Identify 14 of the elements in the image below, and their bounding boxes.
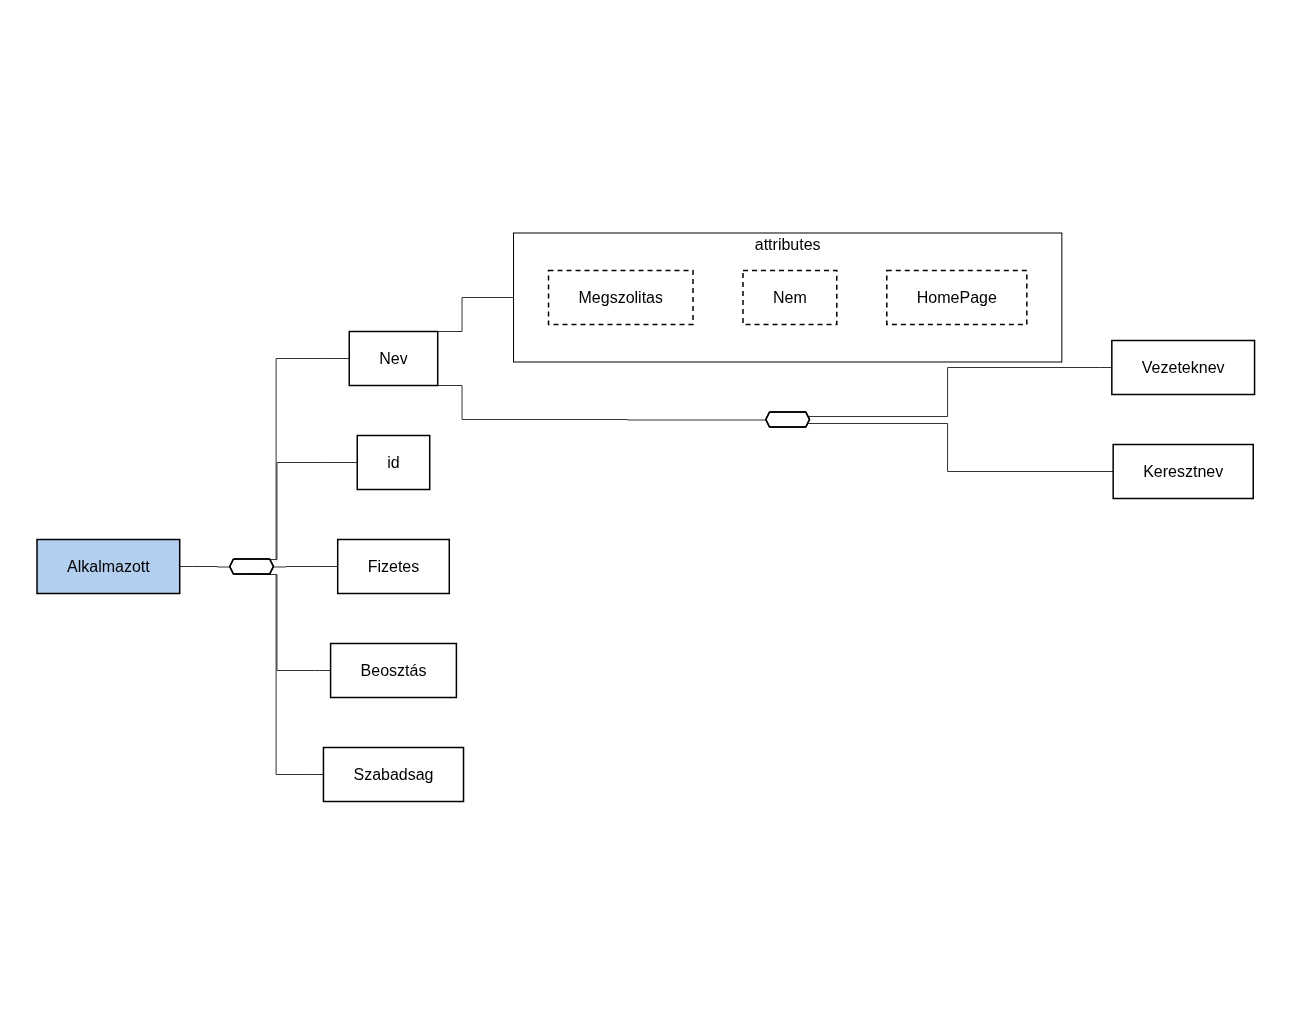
node-box: Szabadsag	[322, 746, 465, 802]
node-box: Keresztnev	[1112, 443, 1255, 499]
node-box: Alkalmazott	[36, 538, 181, 594]
node-box: Beosztás	[330, 642, 458, 698]
node-box: Nem	[742, 269, 838, 325]
connector	[179, 565, 231, 568]
node-box: HomePage	[886, 269, 1028, 325]
connector	[808, 366, 1113, 417]
node-box: Megszolitas	[548, 269, 694, 325]
connector	[808, 422, 1114, 472]
node-box: Vezeteknev	[1111, 339, 1256, 395]
node-box: id	[356, 434, 431, 490]
node-box: Fizetes	[337, 538, 451, 594]
node-box: Nev	[348, 330, 439, 386]
